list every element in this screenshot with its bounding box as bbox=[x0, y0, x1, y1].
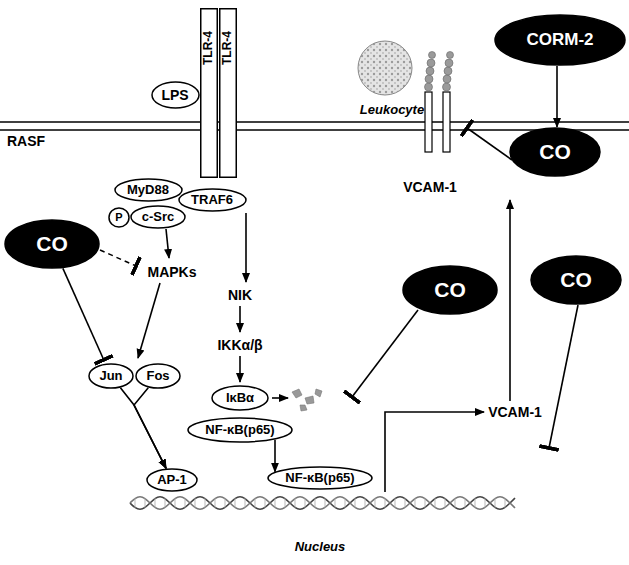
node-text: NF-κB(p65) bbox=[285, 471, 354, 486]
factor-ellipse: AP-1 bbox=[146, 468, 198, 492]
node-text: CO bbox=[434, 278, 466, 302]
pathway-label: NIK bbox=[228, 287, 252, 303]
receptor-box: TLR-4 bbox=[219, 8, 237, 178]
node-text: Nucleus bbox=[295, 540, 346, 555]
degradation-fragments bbox=[292, 389, 322, 411]
node-text: TLR-4 bbox=[221, 31, 235, 65]
pathway-label: IKKα/β bbox=[217, 337, 262, 353]
phospho-circle: P bbox=[108, 207, 130, 228]
nucleus-ellipse: AP-1 NF-κB(p65) Nucleus bbox=[90, 449, 550, 561]
pathway-label: RASF bbox=[7, 133, 45, 149]
receptor-box: TLR-4 bbox=[200, 8, 218, 178]
factor-ellipse: Fos bbox=[135, 363, 181, 389]
factor-ellipse: NF-κB(p65) bbox=[267, 466, 373, 490]
receptor-bar bbox=[425, 92, 432, 152]
node-text: CO bbox=[560, 268, 592, 292]
node-text: MyD88 bbox=[127, 183, 169, 198]
donor-ellipse: CORM-2 bbox=[494, 14, 626, 66]
adaptor-ellipse: MyD88 bbox=[114, 178, 183, 202]
factor-ellipse: Jun bbox=[88, 363, 134, 389]
kinase-ellipse: c-Src bbox=[130, 205, 186, 229]
membrane-line bbox=[0, 121, 629, 123]
inhibition-connector bbox=[63, 268, 104, 359]
static-art bbox=[0, 41, 629, 509]
pathway-label: Leukocyte bbox=[360, 103, 424, 118]
pathway-label: VCAM-1 bbox=[488, 404, 542, 420]
inhibition-dashed bbox=[100, 250, 136, 266]
ligand-ellipse: LPS bbox=[151, 81, 200, 109]
co-ellipse: CO bbox=[4, 219, 100, 269]
inhibitor-ellipse: IκBα bbox=[211, 385, 269, 411]
node-text: AP-1 bbox=[157, 473, 187, 488]
node-text: IκBα bbox=[226, 391, 254, 406]
leukocyte-cell bbox=[358, 41, 412, 95]
arrow-connector bbox=[274, 440, 276, 472]
arrow-connector bbox=[556, 66, 558, 127]
node-text: TLR-4 bbox=[202, 31, 216, 65]
dna-helix bbox=[130, 497, 515, 510]
node-text: NF-κB(p65) bbox=[205, 423, 274, 438]
node-text: TRAF6 bbox=[191, 193, 233, 208]
node-text: LPS bbox=[161, 87, 188, 103]
factor-ellipse: NF-κB(p65) bbox=[187, 417, 293, 443]
co-ellipse: CO bbox=[530, 255, 622, 305]
node-text: CO bbox=[36, 232, 68, 256]
co-ellipse: CO bbox=[509, 127, 601, 177]
pathway-arrows bbox=[138, 200, 510, 492]
node-text: c-Src bbox=[142, 210, 175, 225]
node-text: Jun bbox=[99, 369, 122, 384]
adaptor-ellipse: TRAF6 bbox=[178, 188, 247, 212]
arrow-connector bbox=[134, 388, 166, 469]
co-ellipse: CO bbox=[402, 265, 498, 315]
node-text: P bbox=[115, 211, 122, 224]
pathway-label: MAPKs bbox=[147, 264, 196, 280]
pathway-label: VCAM-1 bbox=[403, 179, 457, 195]
receptor-beads bbox=[425, 52, 454, 92]
node-text: CO bbox=[539, 140, 571, 164]
receptor-bar bbox=[443, 92, 450, 152]
node-text: CORM-2 bbox=[526, 30, 593, 50]
arrow-connector bbox=[120, 388, 166, 468]
node-text: Fos bbox=[146, 369, 169, 384]
